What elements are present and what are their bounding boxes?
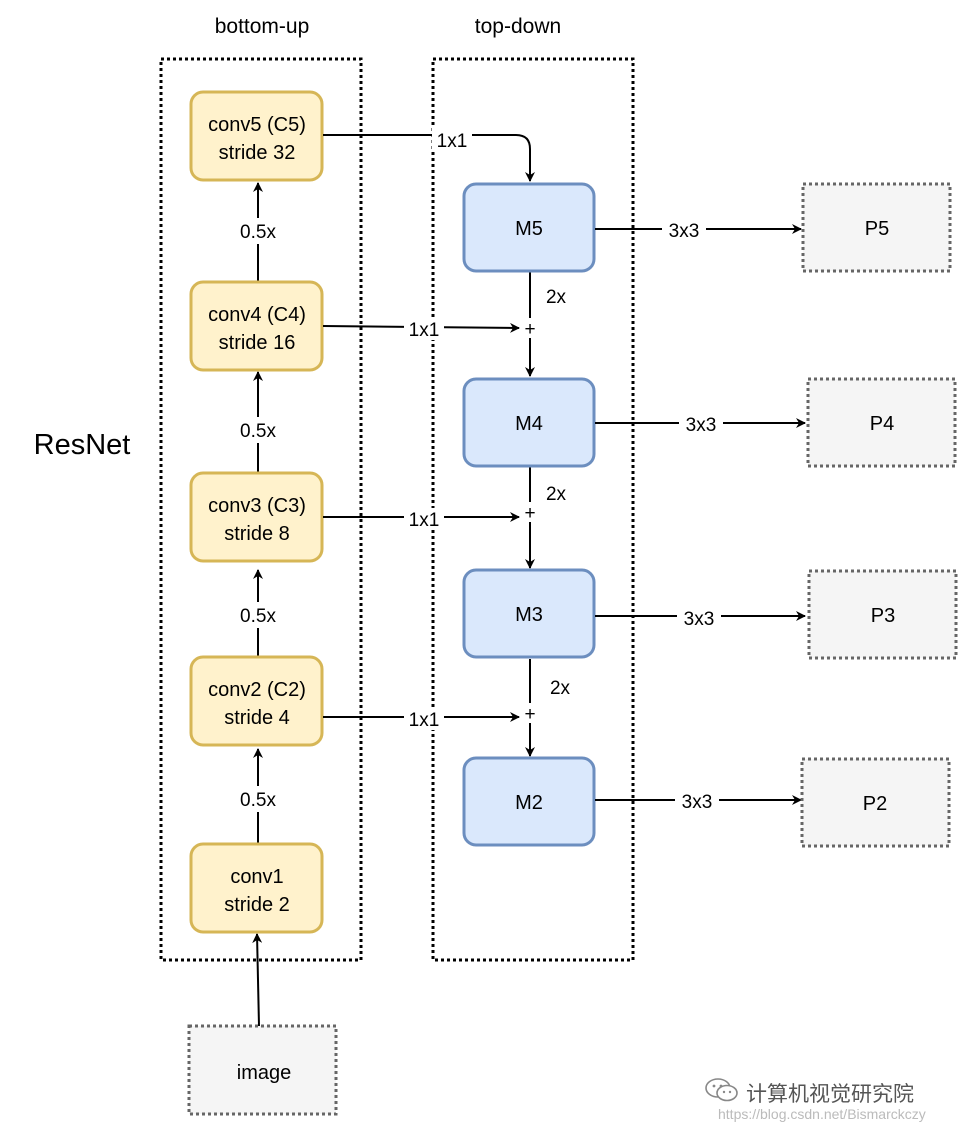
lateral-label-c5: 1x1	[437, 131, 468, 152]
merged-node-m2: M2	[462, 756, 596, 847]
downsample-label-3: 0.5x	[240, 606, 276, 627]
svg-text:conv1: conv1	[230, 866, 283, 888]
arrow-image-to-c1	[252, 933, 263, 1027]
output-arrows	[595, 224, 806, 805]
output-label-p4: 3x3	[686, 415, 717, 436]
svg-text:P2: P2	[863, 793, 887, 815]
svg-text:stride 32: stride 32	[219, 142, 296, 164]
watermark-title: 计算机视觉研究院	[746, 1082, 914, 1106]
plus-m4: +	[524, 319, 535, 340]
backbone-node-c5: conv5 (C5) stride 32	[189, 90, 324, 182]
upsample-label-m3: 2x	[550, 678, 571, 699]
bottom-up-title: bottom-up	[215, 15, 310, 38]
backbone-node-c3: conv3 (C3) stride 8	[189, 471, 324, 563]
input-image-node: image	[187, 1024, 338, 1116]
merged-node-m3: M3	[462, 568, 596, 659]
svg-text:M3: M3	[515, 604, 543, 626]
lateral-label-c4: 1x1	[409, 320, 440, 341]
svg-text:M4: M4	[515, 413, 543, 435]
upsample-label-m5: 2x	[546, 287, 567, 308]
svg-text:P3: P3	[871, 605, 895, 627]
backbone-node-c1: conv1 stride 2	[189, 842, 324, 934]
resnet-label: ResNet	[34, 429, 131, 461]
backbone-node-c2: conv2 (C2) stride 4	[189, 655, 324, 747]
top-down-container	[431, 57, 635, 962]
svg-text:conv5 (C5): conv5 (C5)	[208, 114, 306, 136]
output-node-p2: P2	[800, 757, 951, 848]
svg-text:stride 4: stride 4	[224, 707, 290, 729]
svg-text:conv4 (C4): conv4 (C4)	[208, 304, 306, 326]
output-label-p3: 3x3	[684, 609, 715, 630]
lateral-labels: 1x1 1x1 1x1 1x1	[404, 128, 472, 731]
upsample-labels: 2x 2x 2x	[546, 287, 571, 699]
svg-text:conv2 (C2): conv2 (C2)	[208, 679, 306, 701]
bottom-up-container	[159, 57, 363, 962]
svg-text:stride 2: stride 2	[224, 894, 290, 916]
watermark-url: https://blog.csdn.net/Bismarckczy	[718, 1106, 926, 1122]
output-label-p2: 3x3	[682, 792, 713, 813]
output-labels: 3x3 3x3 3x3 3x3	[662, 219, 723, 813]
merged-node-m4: M4	[462, 377, 596, 468]
svg-text:P4: P4	[870, 413, 894, 435]
upsample-label-m4: 2x	[546, 484, 567, 505]
plus-m2: +	[524, 704, 535, 725]
svg-text:M5: M5	[515, 218, 543, 240]
plus-signs: + + +	[521, 318, 539, 725]
lateral-label-c3: 1x1	[409, 510, 440, 531]
svg-text:stride 16: stride 16	[219, 332, 296, 354]
lateral-label-c2: 1x1	[409, 710, 440, 731]
downsample-label-5: 0.5x	[240, 222, 276, 243]
output-node-p3: P3	[807, 569, 958, 660]
downsample-label-4: 0.5x	[240, 421, 276, 442]
svg-text:conv3 (C3): conv3 (C3)	[208, 495, 306, 517]
output-node-p4: P4	[806, 377, 957, 468]
output-label-p5: 3x3	[669, 221, 700, 242]
svg-text:stride 8: stride 8	[224, 523, 290, 545]
downsample-labels: 0.5x 0.5x 0.5x 0.5x	[230, 218, 286, 812]
downsample-label-2: 0.5x	[240, 790, 276, 811]
watermark: 计算机视觉研究院 https://blog.csdn.net/Bismarckc…	[700, 1072, 962, 1128]
output-node-p5: P5	[801, 182, 952, 273]
backbone-node-c4: conv4 (C4) stride 16	[189, 280, 324, 372]
plus-m3: +	[524, 503, 535, 524]
svg-text:image: image	[237, 1062, 291, 1084]
svg-text:M2: M2	[515, 792, 543, 814]
wechat-icon	[705, 1078, 738, 1102]
merged-node-m5: M5	[462, 182, 596, 273]
lateral-c5	[323, 134, 535, 182]
svg-text:P5: P5	[865, 218, 889, 240]
top-down-title: top-down	[475, 15, 561, 38]
